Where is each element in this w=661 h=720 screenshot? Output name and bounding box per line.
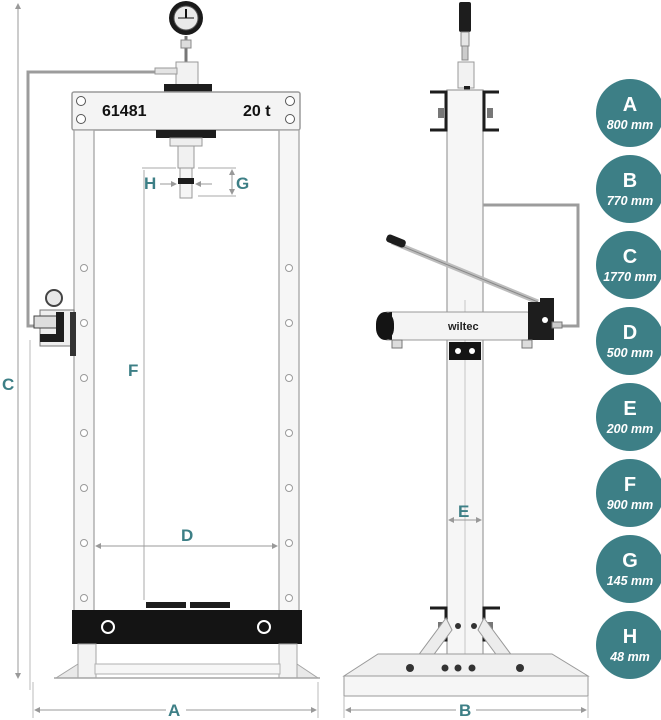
dimension-legend: A 800 mm B 770 mm C 1770 mm D 500 mm E 200 mm F 900… [596, 79, 661, 679]
dim-label-c: C [2, 375, 14, 394]
badge-circle [596, 459, 661, 527]
badge-letter: A [623, 94, 637, 116]
dim-label-f: F [128, 361, 138, 380]
front-hand-pump [33, 289, 76, 356]
badge-circle [596, 231, 661, 299]
dim-label-a: A [168, 701, 180, 720]
badge-value: 48 mm [609, 650, 650, 664]
capacity-label: 20 t [243, 103, 271, 120]
badge-circle [596, 307, 661, 375]
badge-letter: F [624, 474, 636, 496]
badge-value: 500 mm [607, 346, 654, 360]
dim-label-h: H [144, 174, 156, 193]
dimension-badge-h: H 48 mm [596, 611, 661, 679]
dimension-badge-a: A 800 mm [596, 79, 661, 147]
badge-circle [596, 611, 661, 679]
dim-label-b: B [459, 701, 471, 720]
pressure-gauge [169, 1, 203, 62]
badge-circle [596, 383, 661, 451]
dimension-badge-d: D 500 mm [596, 307, 661, 375]
dimension-badge-e: E 200 mm [596, 383, 661, 451]
badge-letter: G [622, 550, 638, 572]
badge-value: 800 mm [607, 118, 654, 132]
badge-circle [596, 155, 661, 223]
badge-circle [596, 535, 661, 603]
dimension-badge-b: B 770 mm [596, 155, 661, 223]
dim-label-d: D [181, 526, 193, 545]
dim-label-e: E [458, 502, 469, 521]
side-hand-pump: wiltec [376, 298, 563, 349]
badge-value: 145 mm [607, 574, 654, 588]
badge-value: 770 mm [607, 194, 654, 208]
front-view: 61481 20 t [2, 1, 320, 720]
badge-value: 200 mm [606, 422, 654, 436]
badge-circle [596, 79, 661, 147]
badge-letter: D [623, 322, 637, 344]
badge-value: 900 mm [607, 498, 654, 512]
side-base [342, 653, 590, 677]
badge-value: 1770 mm [603, 270, 657, 284]
badge-letter: C [623, 246, 637, 268]
model-number: 61481 [102, 103, 147, 120]
badge-letter: H [623, 626, 637, 648]
brand-label: wiltec [447, 321, 479, 333]
dim-label-g: G [236, 174, 249, 193]
badge-letter: E [623, 398, 636, 420]
side-view: wiltec E B [342, 2, 590, 720]
dimension-badge-g: G 145 mm [596, 535, 661, 603]
badge-letter: B [623, 170, 637, 192]
dimension-badge-c: C 1770 mm [596, 231, 661, 299]
dimension-badge-f: F 900 mm [596, 459, 661, 527]
